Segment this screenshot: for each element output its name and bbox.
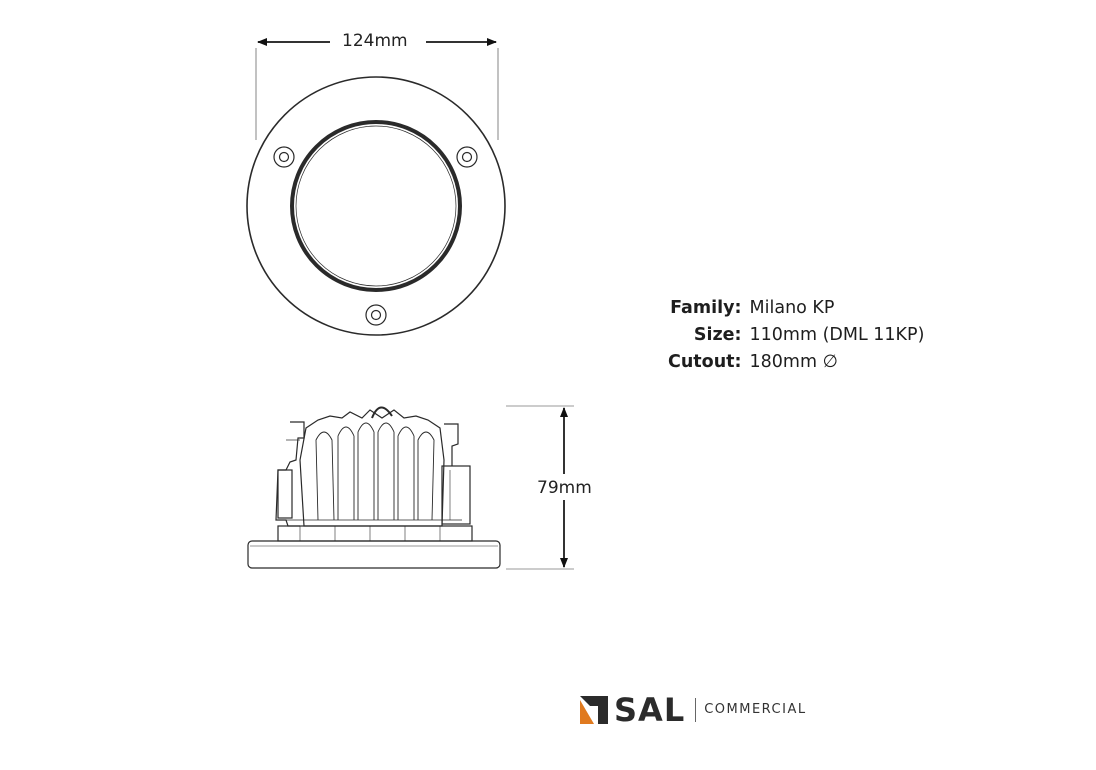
sal-mark-icon	[580, 696, 608, 724]
side-view	[247, 406, 501, 569]
screw-hole	[273, 146, 295, 168]
spec-value-cutout: 180mm ∅	[749, 352, 838, 372]
spec-label-size: Size:	[693, 325, 742, 345]
brand-name: SAL	[614, 691, 686, 729]
driver-box	[441, 465, 471, 525]
screw-hole	[456, 146, 478, 168]
height-label: 79mm	[531, 478, 598, 498]
spec-label-cutout: Cutout:	[668, 352, 742, 372]
brand-divider	[695, 698, 697, 722]
spec-list: Family: Milano KP Size: 110mm (DML 11KP)…	[668, 296, 924, 374]
heatsink	[299, 409, 445, 527]
spec-value-size: 110mm (DML 11KP)	[749, 325, 925, 345]
spec-value-family: Milano KP	[749, 298, 835, 318]
brand-division: COMMERCIAL	[704, 702, 807, 717]
screw-hole	[365, 304, 387, 326]
width-label: 124mm	[336, 31, 414, 51]
bezel	[247, 540, 501, 569]
inner-aperture	[290, 120, 462, 292]
width-dimension	[255, 38, 499, 140]
spec-label-family: Family:	[670, 298, 742, 318]
top-view	[246, 76, 506, 336]
mounting-bracket	[275, 421, 305, 527]
height-dimension	[506, 405, 574, 570]
outer-ring	[246, 76, 506, 336]
brand-logo: SAL COMMERCIAL	[580, 690, 807, 730]
